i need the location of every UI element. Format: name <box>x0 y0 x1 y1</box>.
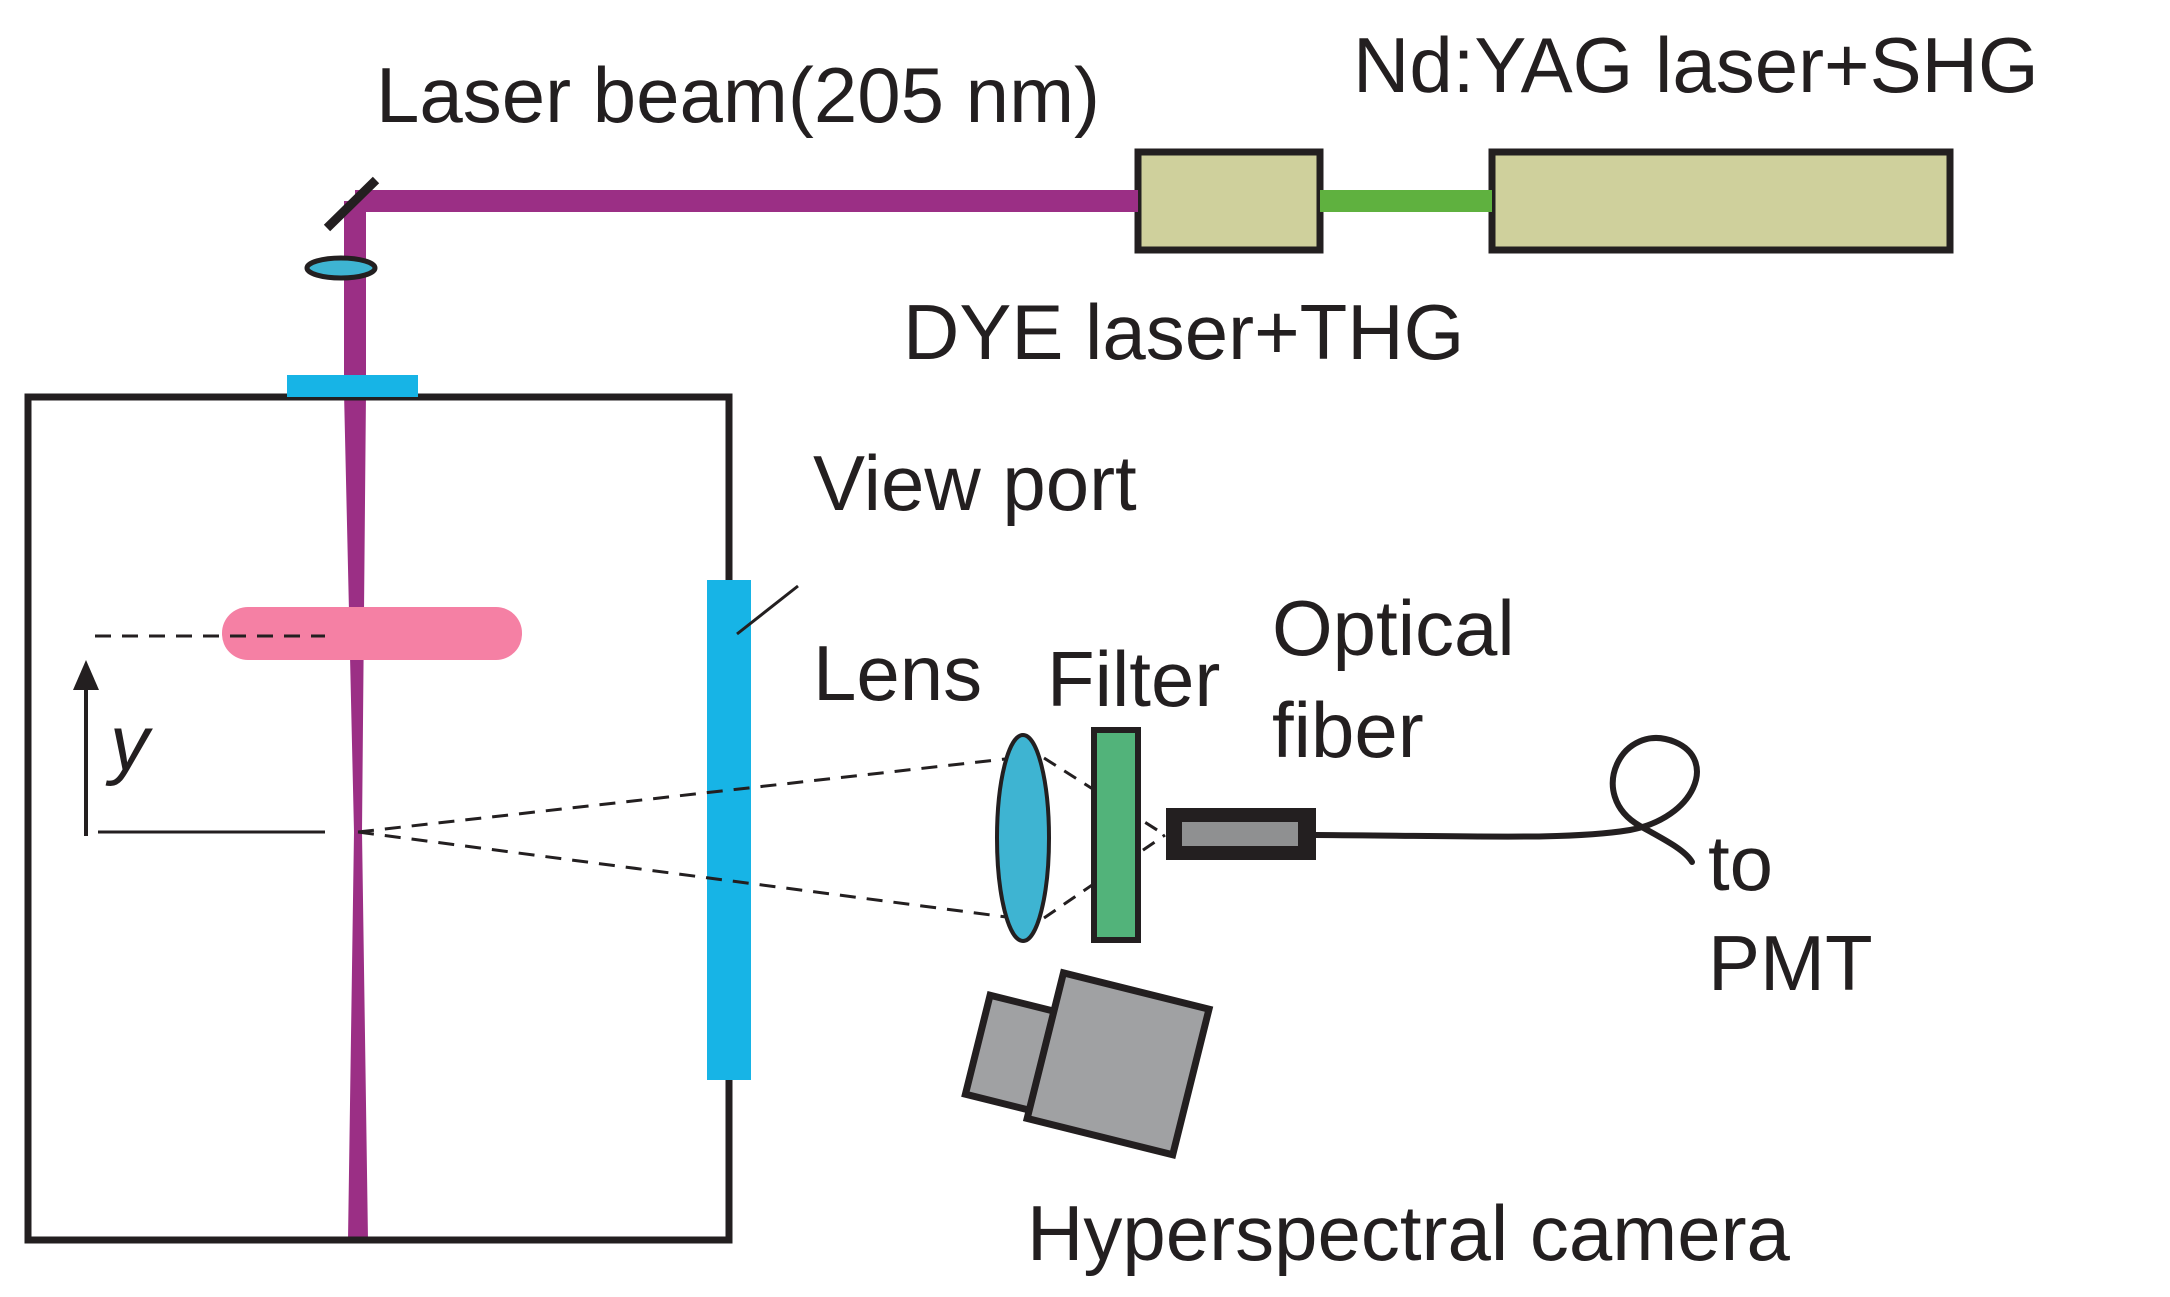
hyperspectral-camera-icon <box>961 968 1214 1159</box>
label-ndyag-laser: Nd:YAG laser+SHG <box>1353 21 2039 109</box>
label-dye-laser: DYE laser+THG <box>903 288 1464 376</box>
collection-ray-upper <box>357 756 1015 834</box>
optical-fiber-cable <box>1313 735 1700 865</box>
label-filter: Filter <box>1047 635 1220 723</box>
ndyag-laser-box <box>1488 148 1954 254</box>
focusing-lens <box>304 255 378 281</box>
label-laser-beam: Laser beam(205 nm) <box>376 51 1100 139</box>
dye-laser-box <box>1134 148 1324 254</box>
optical-filter <box>1091 727 1141 943</box>
label-lens: Lens <box>813 629 982 717</box>
label-to: to <box>1708 819 1773 907</box>
label-view-port: View port <box>813 439 1137 527</box>
turning-mirror <box>323 176 380 232</box>
entrance-window <box>287 375 418 397</box>
label-hyperspectral-camera: Hyperspectral camera <box>1027 1189 1791 1277</box>
collection-ray-lower <box>357 830 1015 920</box>
label-optical: Optical <box>1272 584 1515 672</box>
plasma-region <box>222 607 522 660</box>
view-port-window <box>707 580 751 1080</box>
y-axis-arrowhead <box>73 660 99 690</box>
view-port-pointer <box>736 584 799 636</box>
camera-body <box>1022 968 1214 1159</box>
uv-beam-focused <box>344 392 368 1240</box>
label-pmt: PMT <box>1708 919 1873 1007</box>
label-fiber: fiber <box>1272 686 1424 774</box>
label-y-axis: y <box>105 699 153 787</box>
collection-lens <box>995 733 1051 943</box>
vacuum-chamber <box>24 393 733 1244</box>
fiber-coupler-core <box>1182 822 1298 846</box>
